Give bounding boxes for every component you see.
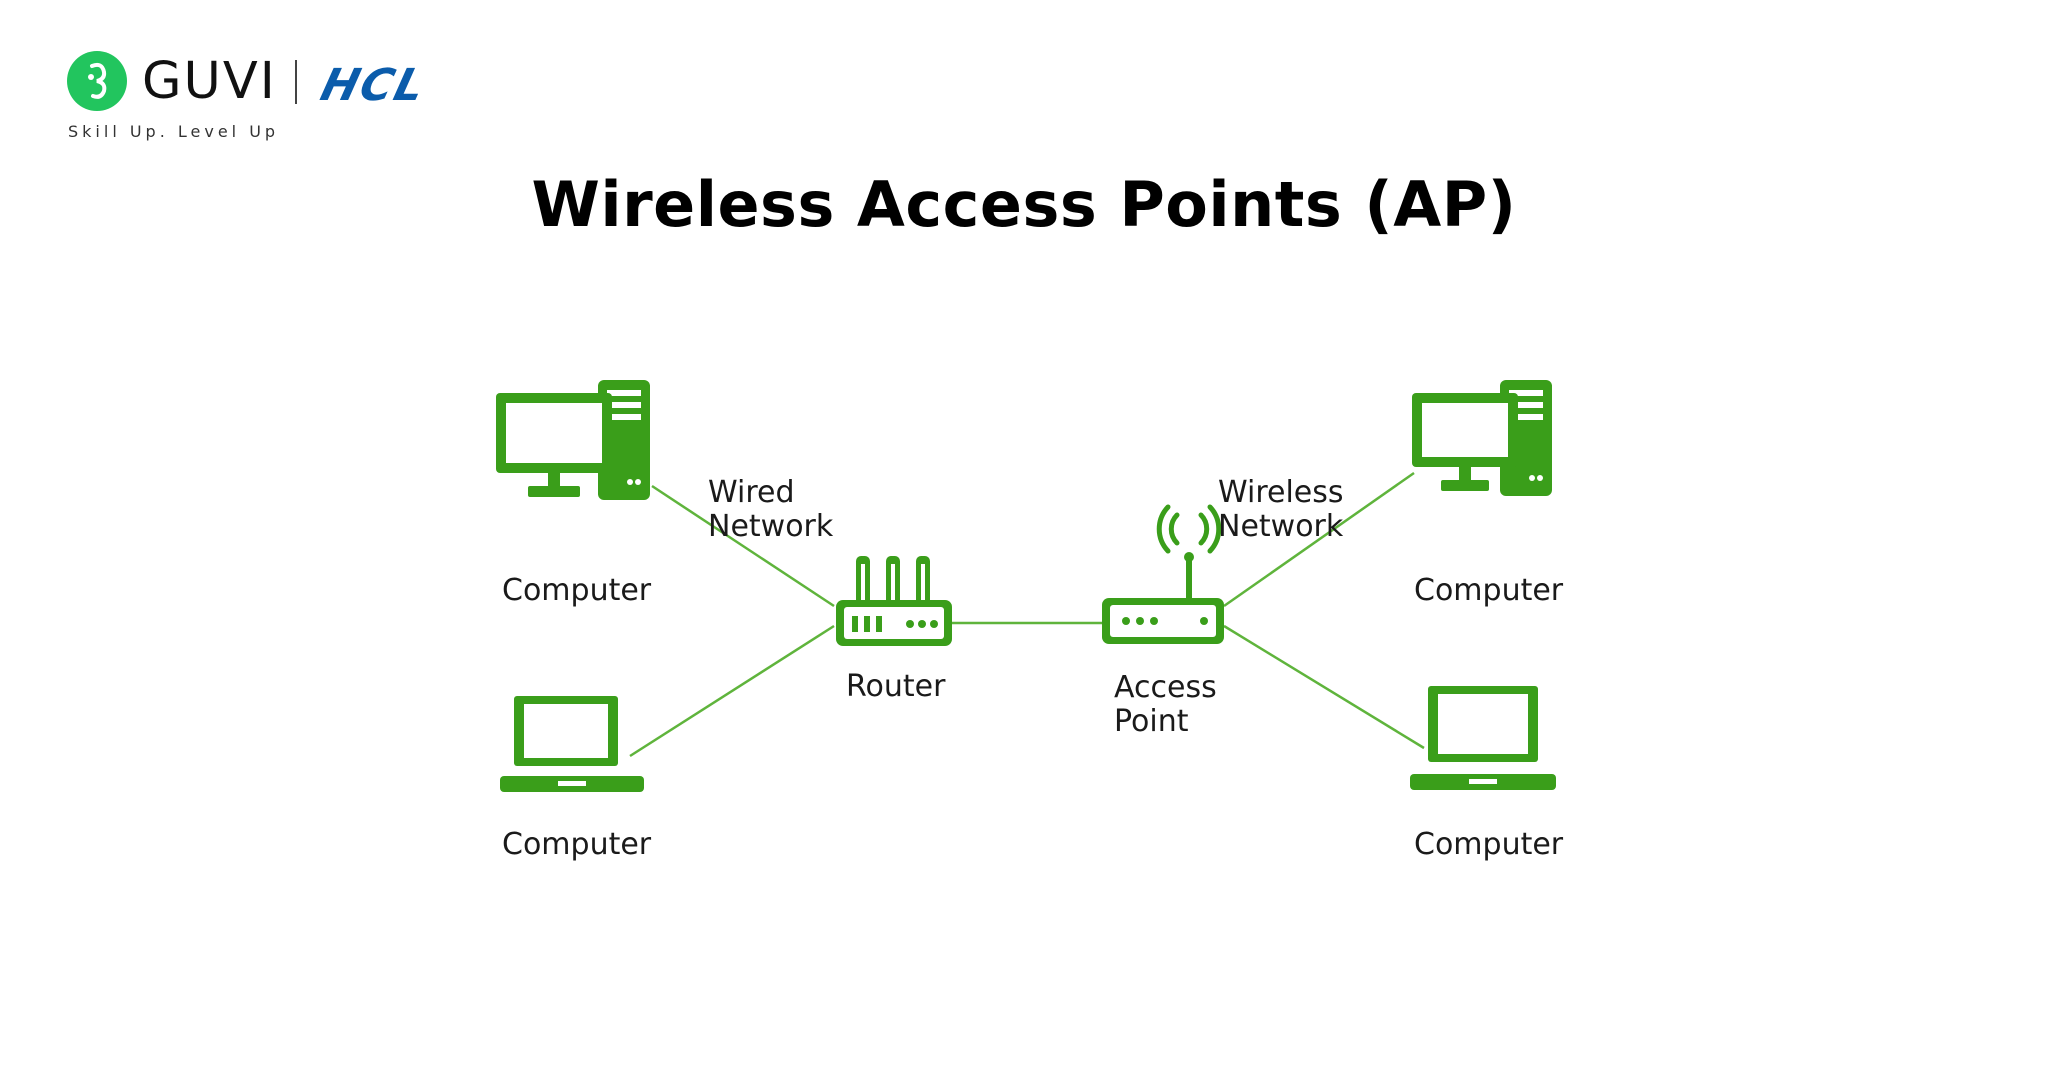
- desktop-computer-icon: [496, 380, 650, 500]
- wireless-link-bottom-right: [1223, 624, 1425, 750]
- tagline: Skill Up. Level Up: [68, 122, 280, 141]
- wired-link-top-left: [651, 484, 835, 608]
- computer-label: Computer: [1414, 573, 1564, 608]
- router-icon: [836, 556, 952, 646]
- guvi-logo-icon: [67, 51, 127, 111]
- computer-label: Computer: [502, 827, 652, 862]
- laptop-icon: [1410, 686, 1556, 790]
- wireless-network-label: Wireless Network: [1218, 475, 1353, 544]
- svg-text:HCL: HCL: [316, 62, 432, 108]
- access-point-label: Access Point: [1114, 670, 1226, 739]
- brand-header: GUVI HCL Skill Up. Level Up: [66, 50, 586, 150]
- laptop-icon: [500, 696, 644, 792]
- page-title: Wireless Access Points (AP): [531, 168, 1517, 241]
- computer-label: Computer: [502, 573, 652, 608]
- connection-lines: [629, 471, 1425, 758]
- router-label: Router: [846, 669, 946, 704]
- desktop-computer-icon: [1412, 380, 1552, 496]
- wireless-link-top-right: [1223, 471, 1415, 608]
- computer-label: Computer: [1414, 827, 1564, 862]
- brand-name: GUVI: [142, 52, 277, 111]
- hcl-logo: HCL: [316, 62, 432, 108]
- brand-divider: [295, 60, 297, 104]
- access-point-icon: [1102, 504, 1224, 644]
- wired-link-bottom-left: [629, 624, 835, 758]
- wired-network-label: Wired Network: [708, 475, 834, 544]
